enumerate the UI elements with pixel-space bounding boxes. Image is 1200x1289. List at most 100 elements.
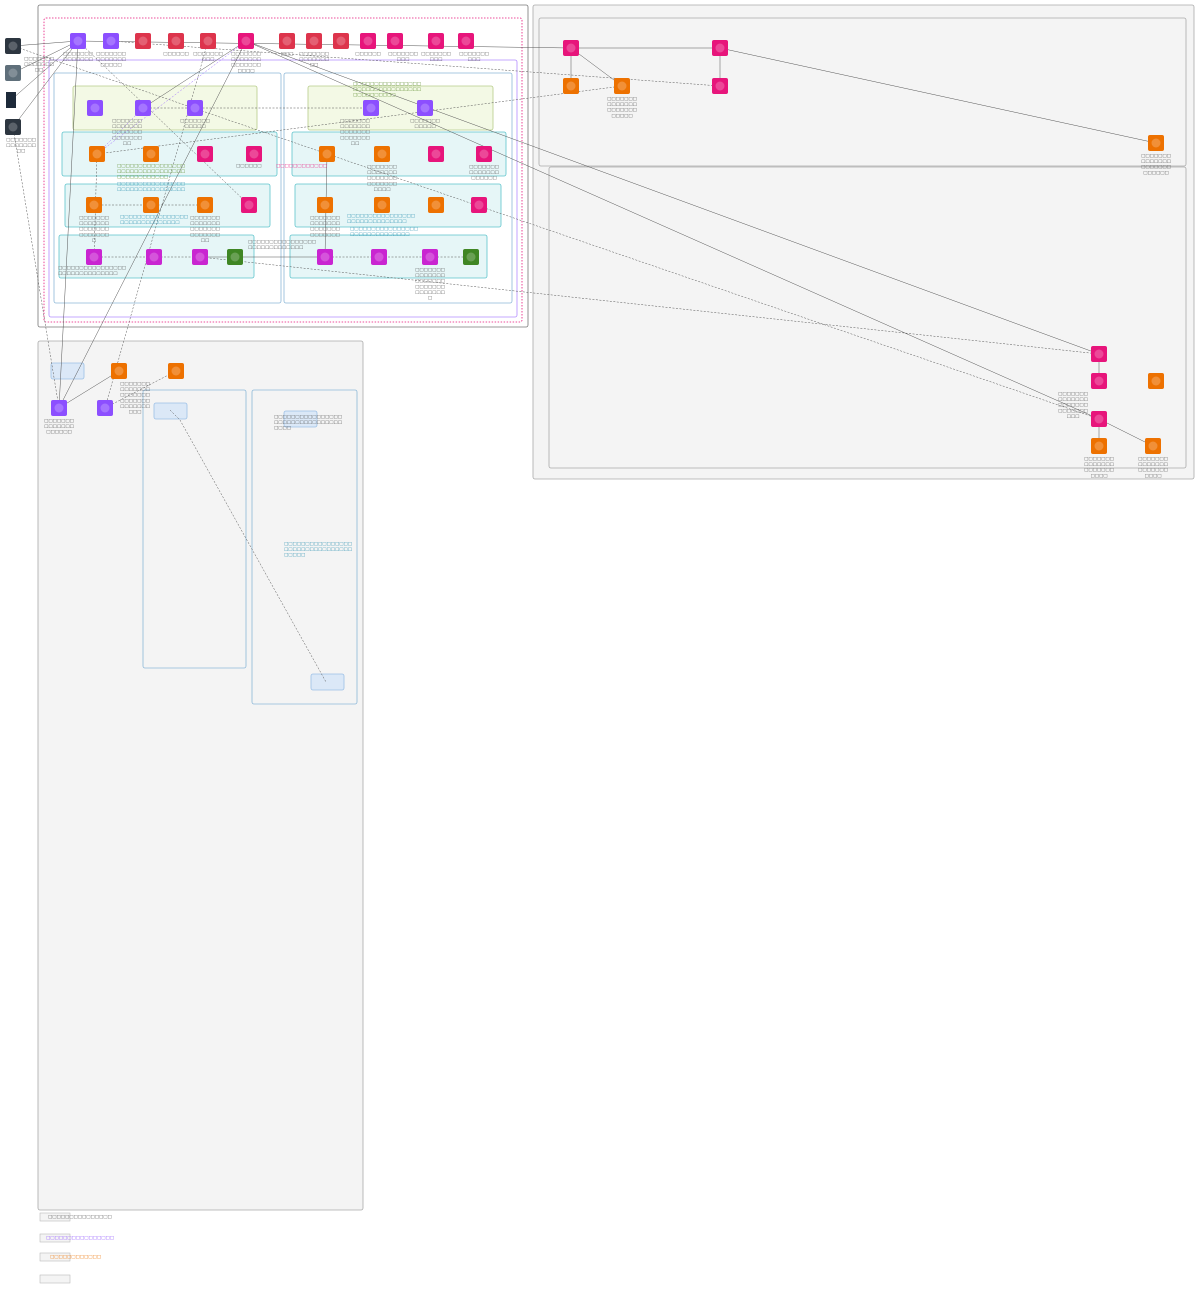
service-node-pink[interactable] xyxy=(246,146,262,162)
group-label: □□□□□□□□□□□□□□□□□□□□□□□□□□□□□□ xyxy=(347,214,415,225)
service-node-purple[interactable]: □□□□□□□□□□□□□□□□□□□□□□□□□□□□□□ xyxy=(340,100,379,146)
service-node-navy[interactable] xyxy=(6,92,16,108)
service-node-red[interactable]: □□□□□□ xyxy=(163,33,189,57)
group-label: □□□□□□□□□□□□□□□□□□□□□□□□□□□□□□□□□□□□ xyxy=(274,415,342,431)
group-label: □□□□□□□□□□□□□□□□□□□□□□□□□□□□□□ xyxy=(120,215,188,226)
service-node-purple[interactable]: □□□□□□□□□□□□□□□□□□□□ xyxy=(44,400,74,435)
service-node-red[interactable]: □□□ xyxy=(279,33,295,57)
service-node-orange[interactable]: □□□□□□□□□□□□□□□□□□□□□□□□□ xyxy=(1084,438,1114,479)
service-node-magenta[interactable] xyxy=(317,249,333,265)
connector xyxy=(142,40,247,109)
service-node-purple[interactable]: □□□□□□□□□□□□ xyxy=(410,100,440,130)
vpc-left xyxy=(53,72,282,304)
service-node-purple[interactable]: □□□□□□□□□□□□□□ xyxy=(63,33,93,63)
service-node-magenta[interactable] xyxy=(86,249,102,265)
service-node-purple[interactable] xyxy=(87,100,103,116)
service-node-pink[interactable] xyxy=(197,146,213,162)
node-label: □□□ xyxy=(281,52,294,57)
service-icon xyxy=(463,249,479,265)
service-glyph-icon xyxy=(1151,376,1161,386)
service-node-pink[interactable] xyxy=(712,78,728,94)
service-node-pink[interactable]: □□□□□□□□□□□□□□□□□□□□□□□□□ xyxy=(231,33,261,74)
service-node-purple[interactable] xyxy=(97,400,113,416)
service-icon xyxy=(187,100,203,116)
service-node-green[interactable] xyxy=(463,249,479,265)
tools-vpc-left xyxy=(142,389,247,669)
service-glyph-icon xyxy=(320,252,330,262)
app-subnet-right-1 xyxy=(291,131,507,177)
service-glyph-icon xyxy=(420,103,430,113)
legend-swatch xyxy=(39,1252,71,1262)
service-node-dark[interactable]: □□□□□□□□□□□□□□□□ xyxy=(5,38,54,73)
service-node-pink[interactable]: □□□□□□ xyxy=(355,33,381,57)
user-icon xyxy=(6,92,16,108)
service-node-pink[interactable]: □□□□□□□□□□□□□□□□□□□□ xyxy=(469,146,499,181)
service-glyph-icon xyxy=(149,252,159,262)
service-node-orange[interactable] xyxy=(143,146,159,162)
service-node-orange[interactable]: □□□□□□□□□□□□□□□□□□□□□□□□□□□□□□□□ xyxy=(367,146,397,192)
service-icon xyxy=(197,146,213,162)
connector xyxy=(10,40,79,101)
node-label: □□□□□□□□□□□□□□□□ xyxy=(299,52,329,68)
service-node-orange[interactable]: □□□□□□□□□□□□□□□□□□□□□□□□□□□□ xyxy=(310,197,340,238)
service-icon xyxy=(241,197,257,213)
service-node-pink[interactable]: □□□□□□□□□□ xyxy=(458,33,489,63)
service-node-red[interactable]: □□□□□□□□□□ xyxy=(193,33,223,63)
service-node-orange[interactable] xyxy=(428,197,444,213)
service-node-orange[interactable] xyxy=(319,146,335,162)
service-node-green[interactable] xyxy=(227,249,243,265)
legend-swatch xyxy=(39,1233,71,1243)
service-glyph-icon xyxy=(461,36,471,46)
service-node-pink[interactable] xyxy=(712,40,728,56)
service-node-red[interactable] xyxy=(333,33,349,49)
service-glyph-icon xyxy=(73,36,83,46)
service-node-orange[interactable]: □□□□□□□□□□□□□□□□□□□□□□□□□ xyxy=(1138,438,1168,479)
node-label: □□□□□□□□□□□□□□□□□□□ xyxy=(96,52,126,68)
service-node-pink[interactable] xyxy=(471,197,487,213)
service-node-purple[interactable]: □□□□□□□□□□□□□□□□□□□□□□□□□□□□□□ xyxy=(112,100,151,146)
service-node-pink[interactable] xyxy=(428,146,444,162)
service-node-orange[interactable] xyxy=(1148,373,1164,389)
service-node-purple[interactable]: □□□□□□□□□□□□□□□□□□□ xyxy=(96,33,126,68)
service-node-orange[interactable] xyxy=(374,197,390,213)
service-node-pink[interactable]: □□□□□□□□□□ xyxy=(387,33,418,63)
service-node-orange[interactable]: □□□□□□□□□□□□□□□□□□□□□□□□□□□□□□□□□□□□□□ xyxy=(111,363,150,415)
service-node-pink[interactable]: □□□□□□□□□□□□□□□□□□□□□□□□□□□□□□□ xyxy=(1058,373,1107,419)
service-node-orange[interactable]: □□□□□□□□□□□□□□□□□□□□□□□□□□□□□ xyxy=(79,197,109,243)
service-node-orange[interactable]: □□□□□□□□□□□□□□□□□□□□□□□□□□□□□□ xyxy=(190,197,220,243)
connector xyxy=(169,409,327,683)
service-node-pink[interactable] xyxy=(1091,346,1107,362)
service-node-pink[interactable] xyxy=(241,197,257,213)
connector xyxy=(1098,418,1154,447)
secondary-account-top xyxy=(538,17,1187,167)
service-icon xyxy=(563,40,579,56)
node-label: □□□□□□□□□□□□□□□□□□□□□□□□□ xyxy=(1084,457,1114,479)
service-node-magenta[interactable] xyxy=(192,249,208,265)
service-glyph-icon xyxy=(617,81,627,91)
service-glyph-icon xyxy=(425,252,435,262)
service-node-slate[interactable] xyxy=(5,65,21,81)
service-node-orange[interactable] xyxy=(89,146,105,162)
service-icon xyxy=(146,249,162,265)
service-node-magenta[interactable] xyxy=(146,249,162,265)
service-node-magenta[interactable] xyxy=(371,249,387,265)
service-node-red[interactable]: □□□□□□□□□□□□□□□□ xyxy=(299,33,329,68)
service-icon xyxy=(317,197,333,213)
service-node-pink[interactable] xyxy=(563,40,579,56)
service-node-orange[interactable]: □□□□□□□□□□□□□□□□□□□□□□□□□□ xyxy=(607,78,637,119)
service-node-red[interactable] xyxy=(135,33,151,49)
service-node-pink[interactable]: □□□□□□□□□□ xyxy=(421,33,451,63)
node-label: □□□□□□□□□□□□□□□□□□□□ xyxy=(44,419,74,435)
app-subnet-left-1 xyxy=(61,131,278,177)
service-node-orange[interactable] xyxy=(563,78,579,94)
service-node-orange[interactable]: □□□□□□□□□□□□□□□□□□□□□□□□□□□ xyxy=(1141,135,1171,176)
service-node-pink[interactable] xyxy=(1091,411,1107,427)
service-node-magenta[interactable]: □□□□□□□□□□□□□□□□□□□□□□□□□□□□□□□□□□□□ xyxy=(415,249,445,301)
connector xyxy=(96,40,247,155)
service-node-dark[interactable]: □□□□□□□□□□□□□□□□ xyxy=(5,119,36,154)
service-node-purple[interactable]: □□□□□□□□□□□□ xyxy=(180,100,210,130)
service-node-orange[interactable] xyxy=(143,197,159,213)
service-node-orange[interactable] xyxy=(168,363,184,379)
service-icon xyxy=(70,33,86,49)
tools-vpc-right xyxy=(251,389,358,705)
